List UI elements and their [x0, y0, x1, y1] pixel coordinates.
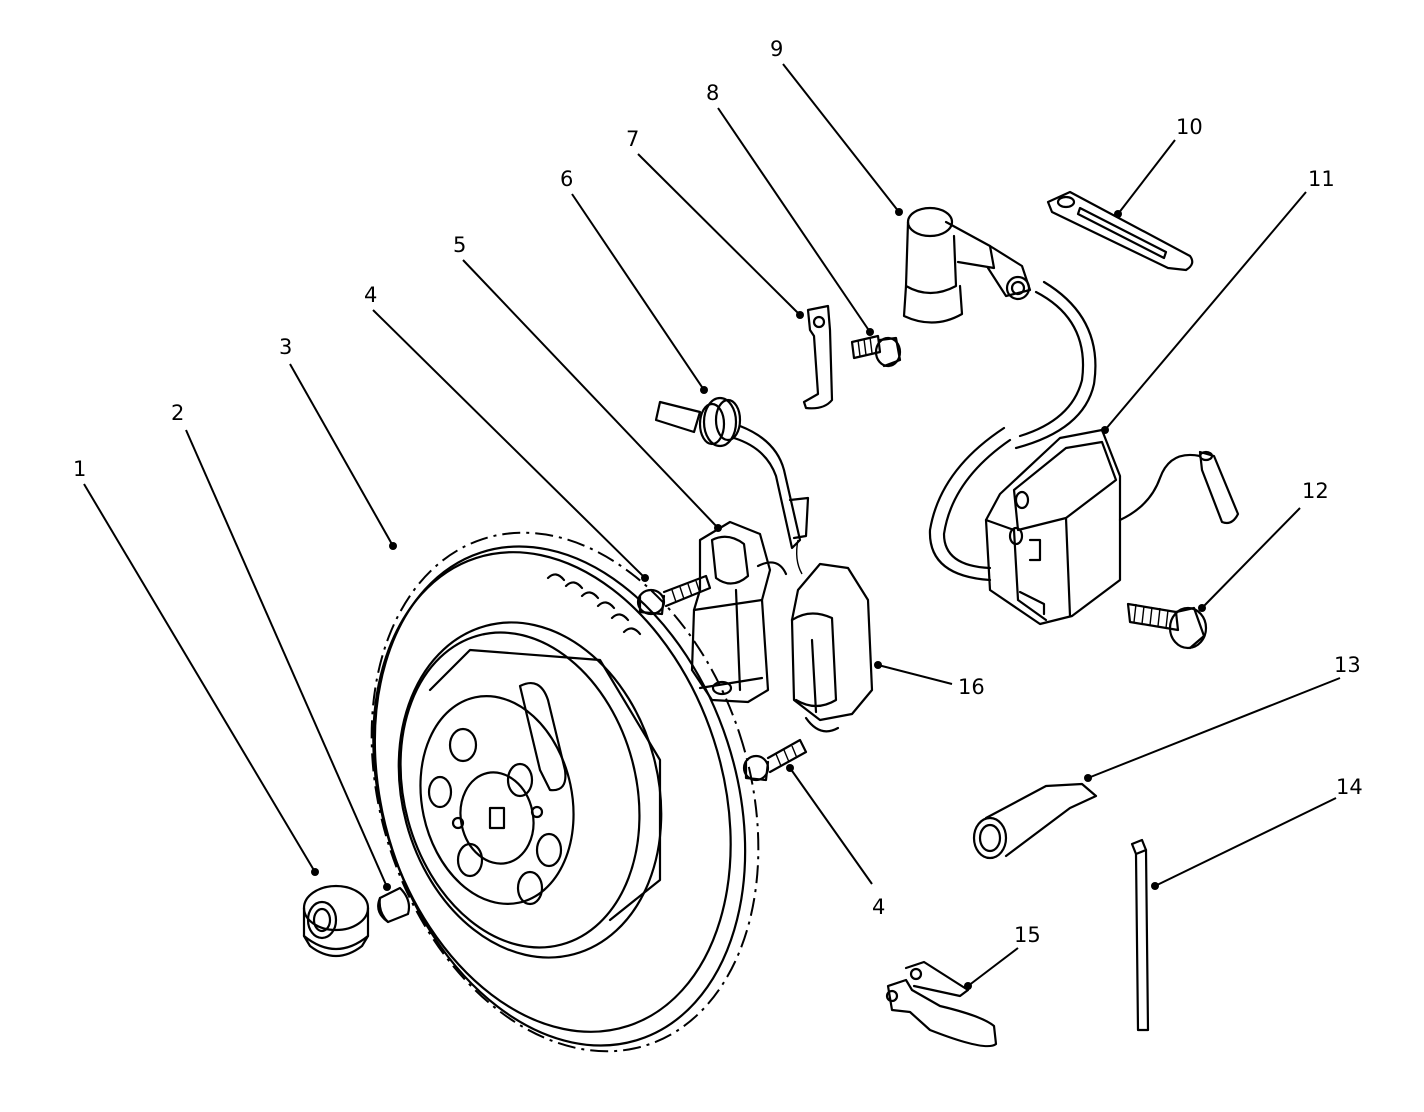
small-bolt — [850, 334, 902, 368]
callout-2: 2 — [171, 401, 184, 425]
leader-7 — [637, 153, 801, 316]
callout-8: 8 — [706, 81, 719, 105]
screw-upper — [636, 574, 712, 616]
callout-15: 15 — [1014, 923, 1041, 947]
callout-16: 16 — [958, 675, 985, 699]
callout-4-upper: 4 — [364, 283, 377, 307]
wire-clip — [802, 304, 834, 410]
callout-1: 1 — [73, 457, 86, 481]
leader-6 — [571, 193, 705, 391]
stator-coil — [690, 520, 788, 704]
callout-6: 6 — [560, 167, 573, 191]
flywheel — [370, 531, 760, 1053]
callout-9: 9 — [770, 37, 783, 61]
leader-3 — [289, 363, 394, 547]
leader-14 — [1154, 797, 1337, 887]
leader-16 — [877, 664, 953, 685]
cable-clamp — [885, 960, 998, 1048]
leader-11 — [1104, 191, 1307, 431]
leader-12 — [1201, 507, 1301, 609]
coil-mounting-bolt — [1126, 602, 1208, 650]
leader-4-lower — [789, 767, 873, 885]
leader-2 — [185, 429, 388, 888]
callout-11: 11 — [1308, 167, 1335, 191]
trigger-module — [790, 562, 874, 733]
leader-10 — [1117, 139, 1176, 215]
callout-7: 7 — [626, 127, 639, 151]
callout-14: 14 — [1336, 775, 1363, 799]
woodruff-key — [377, 886, 411, 924]
leader-4-upper — [372, 309, 646, 579]
screw-lower — [742, 738, 808, 782]
callout-labels: 1 2 3 4 5 6 7 8 9 10 11 12 13 14 15 16 4 — [73, 37, 1363, 947]
cable-tie — [1130, 838, 1150, 1032]
leader-1 — [83, 483, 316, 873]
mounting-strap — [1046, 190, 1194, 272]
callout-10: 10 — [1176, 115, 1203, 139]
leader-lines — [83, 63, 1341, 990]
leader-9 — [782, 63, 900, 213]
rubber-sleeve — [972, 782, 1098, 860]
grommet-with-wire — [654, 396, 810, 575]
leader-5 — [462, 259, 719, 529]
callout-12: 12 — [1302, 479, 1329, 503]
leader-8 — [717, 107, 871, 333]
spark-plug-boot — [902, 206, 1032, 324]
callout-4-lower: 4 — [872, 895, 885, 919]
high-tension-lead — [928, 280, 1097, 582]
flange-nut — [302, 884, 370, 958]
leader-15 — [967, 947, 1019, 987]
callout-5: 5 — [453, 233, 466, 257]
ignition-coil — [984, 428, 1240, 626]
leader-13 — [1087, 677, 1341, 779]
callout-13: 13 — [1334, 653, 1361, 677]
callout-3: 3 — [279, 335, 292, 359]
